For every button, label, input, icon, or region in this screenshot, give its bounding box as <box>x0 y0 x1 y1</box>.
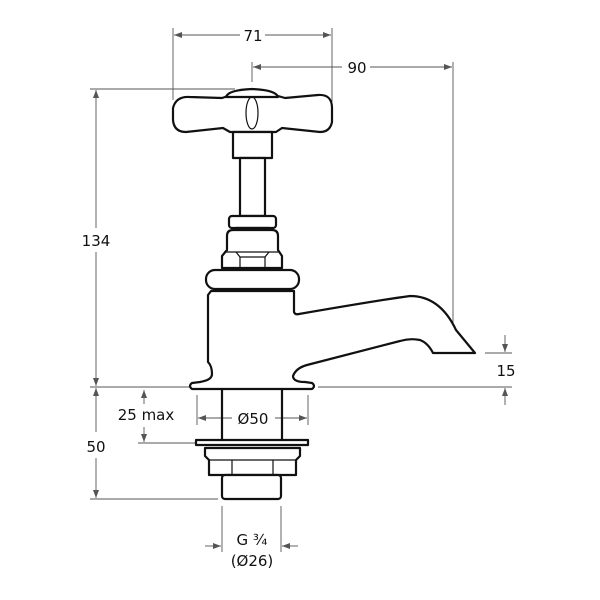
tap <box>171 87 477 501</box>
spindle-collar <box>231 130 274 160</box>
dimension-label-71: 71 <box>243 27 262 45</box>
headwork-hex <box>220 228 284 270</box>
threaded-tail <box>220 473 283 501</box>
dimension-deck-thickness: 25 max <box>118 390 195 444</box>
dimension-handle-width: 71 <box>172 27 333 102</box>
dimension-label-25-max: 25 max <box>118 406 175 424</box>
dimension-label-15: 15 <box>496 362 515 380</box>
dimension-label-90: 90 <box>347 59 366 77</box>
dimension-tail-length: 50 <box>86 388 218 500</box>
dimension-base-diameter: Ø50 <box>196 395 309 428</box>
dimension-label-50: 50 <box>86 438 105 456</box>
dimension-label-d50: Ø50 <box>238 410 269 428</box>
dimension-overall-height: 134 <box>82 88 235 386</box>
tap-body-spout <box>188 289 477 391</box>
spindle-shaft <box>238 156 267 218</box>
dimension-spout-clearance: 15 <box>485 335 516 405</box>
dimension-label-thread: G ¾ <box>237 531 268 549</box>
lock-nut <box>227 214 278 230</box>
crosshead-handle <box>171 92 334 134</box>
shroud-ring <box>204 268 301 291</box>
dimension-thread: G ¾ (Ø26) <box>205 506 298 570</box>
dimension-spout-projection: 90 <box>251 59 454 345</box>
dimension-label-134: 134 <box>82 232 111 250</box>
dimension-label-thread-diameter: (Ø26) <box>231 552 274 570</box>
backnut-washer <box>194 438 310 447</box>
handle-boss <box>245 96 259 130</box>
handle-cap <box>224 87 280 99</box>
back-nut <box>203 446 302 477</box>
